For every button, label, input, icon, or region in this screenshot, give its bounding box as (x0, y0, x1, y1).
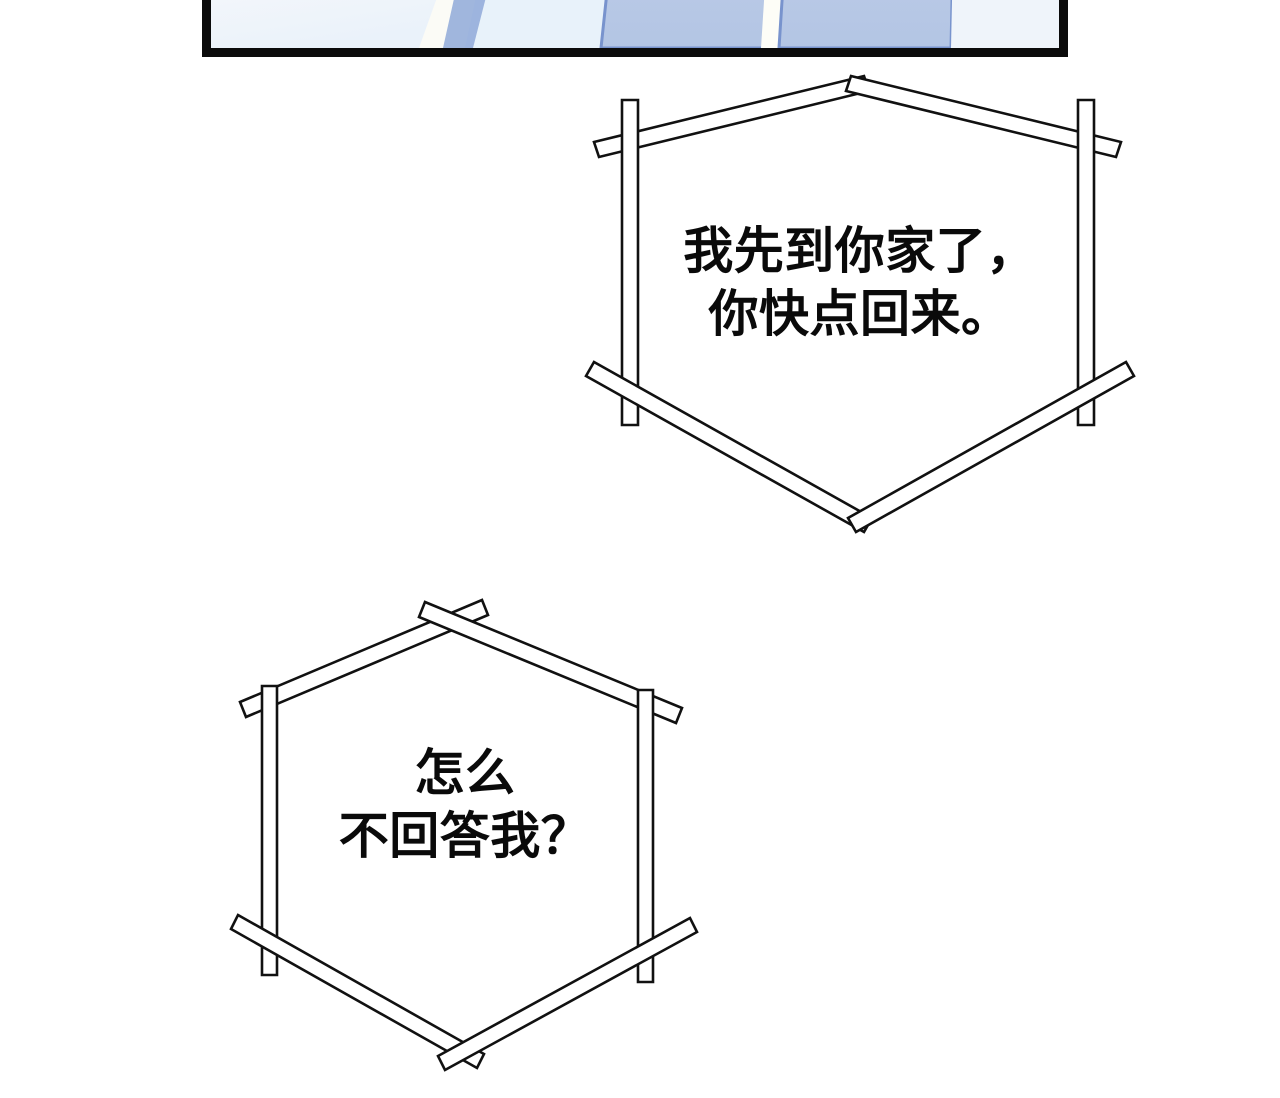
frame-stick-left-vertical (260, 684, 279, 977)
pant-leg-left (599, 0, 772, 48)
speech-bubble-first-frame (584, 74, 1136, 534)
frame-stick-lower-left (229, 913, 486, 1070)
frame-stick-upper-left (238, 598, 490, 719)
panel-light-wedge-2 (465, 0, 636, 48)
speech-bubble-second: 怎么 不回答我？ (229, 590, 700, 1080)
frame-stick-right-vertical (636, 688, 655, 984)
frame-stick-lower-right (436, 916, 699, 1072)
panel-illustration (211, 0, 1059, 48)
frame-stick-upper-right (417, 600, 684, 725)
pant-leg-gap (761, 0, 784, 48)
panel-right-wall (951, 0, 1059, 48)
frame-stick-lower-right (846, 360, 1136, 534)
speech-bubble-first: 我先到你家了， 你快点回来。 (580, 70, 1140, 540)
frame-stick-lower-left (584, 360, 874, 534)
speech-bubble-second-text: 怎么 不回答我？ (338, 744, 592, 865)
speech-bubble-second-frame (229, 598, 699, 1072)
frame-stick-upper-right (844, 74, 1123, 159)
comic-panel-top (202, 0, 1068, 57)
panel-artwork (211, 0, 1059, 48)
frame-stick-left-vertical (620, 98, 640, 427)
pant-leg-right (777, 0, 954, 48)
frame-stick-right-vertical (1076, 98, 1096, 427)
speech-bubble-first-text: 我先到你家了， 你快点回来。 (683, 222, 1037, 343)
pant-leg-edge-left (443, 0, 486, 48)
